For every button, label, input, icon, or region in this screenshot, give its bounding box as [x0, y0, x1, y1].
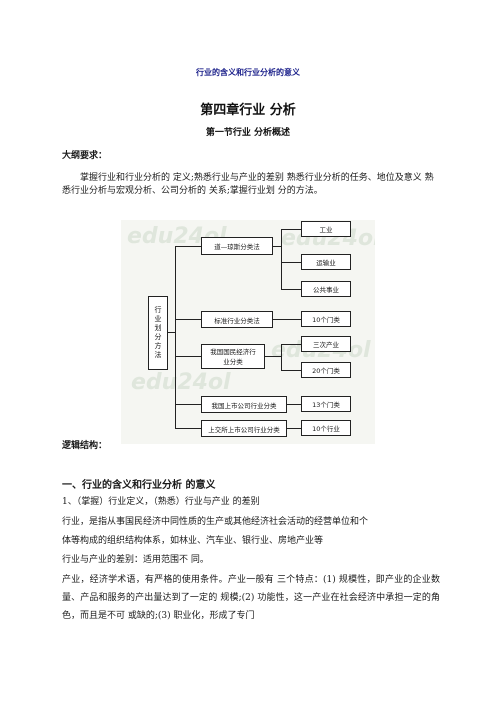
chapter-title: 第四章行业 分析 [200, 103, 296, 118]
connector [287, 428, 301, 429]
method-listed-company: 我国上市公司行业分类 [201, 396, 287, 413]
connector [287, 404, 301, 405]
watermark-logo: edu24ol [131, 370, 231, 395]
leaf-13-categories: 13个门类 [301, 396, 351, 412]
page-header: 行业的含义和行业分析的意义 [196, 68, 300, 77]
section-title: 第一节行业 分析概述 [205, 128, 291, 138]
connector [265, 356, 281, 357]
section1-subheading: 1、（掌握）行业定义，（熟悉）行业与产业 的差别 [62, 497, 260, 507]
method-national-economy: 我国国民经济行业分类 [201, 344, 265, 369]
root-char: 分 [154, 333, 162, 341]
paragraph: 产业，经济学术语，有严格的使用条件。产业一般有 三个特点：(1) 规模性，即产业… [62, 575, 440, 621]
paragraph-line: 行业，是指从事国民经济中同性质的生产或其他经济社会活动的经营单位和个 [62, 517, 369, 527]
connector [175, 404, 201, 405]
root-char: 划 [154, 324, 162, 332]
method-sse-listed: 上交所上市公司行业分类 [201, 420, 287, 437]
leaf-20-categories: 20个门类 [301, 362, 351, 378]
leaf-three-sectors: 三次产业 [301, 336, 351, 352]
paragraph-line: 体等构成的组织结构体系，如林业、汽车业、银行业、房地产业等 [62, 536, 324, 546]
connector [281, 229, 301, 230]
logic-heading: 逻辑结构： [62, 438, 112, 451]
connector [175, 356, 201, 357]
root-char: 业 [154, 315, 162, 323]
leaf-10-industries: 10个行业 [301, 420, 351, 436]
branch-line [281, 344, 282, 370]
connector [281, 289, 301, 290]
leaf-10-categories: 10个门类 [301, 311, 351, 327]
requirements-heading: 大纲要求： [62, 151, 108, 161]
branch-line [281, 229, 282, 289]
connector [175, 246, 201, 247]
requirements-text: 掌握行业和行业分析的 定义;熟悉行业与产业的差别 熟悉行业分析的任务、地位及意义… [62, 173, 434, 196]
method-standard: 标准行业分类法 [201, 311, 273, 328]
connector [273, 246, 281, 247]
industry-classification-diagram: edu24ol edu24ol edu24ol edu24ol 行 业 划 分 … [121, 220, 375, 444]
connector [281, 370, 301, 371]
leaf-utilities: 公共事业 [301, 281, 351, 297]
root-char: 方 [154, 342, 162, 350]
root-box: 行 业 划 分 方 法 [148, 296, 168, 370]
leaf-transport: 运输业 [301, 254, 351, 270]
connector [281, 262, 301, 263]
connector [175, 428, 201, 429]
root-char: 法 [154, 351, 162, 359]
section1-heading: 一、行业的含义和行业分析 的意义 [62, 480, 216, 491]
paragraph-line: 行业与产业的差别：适用范围不 同。 [62, 555, 209, 565]
connector [175, 319, 201, 320]
connector [273, 319, 301, 320]
method-dow-jones: 道—琼斯分类法 [201, 237, 273, 255]
connector [281, 344, 301, 345]
leaf-industry: 工业 [301, 221, 351, 237]
connector [168, 332, 175, 333]
trunk-line [175, 246, 176, 428]
root-char: 行 [154, 306, 162, 314]
